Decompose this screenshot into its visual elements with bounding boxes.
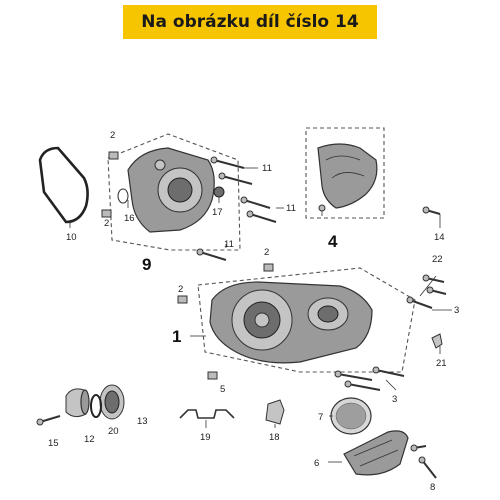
callout-13: 13 <box>137 416 148 427</box>
callout-11-c: 11 <box>224 239 234 250</box>
bracket-icon <box>179 409 235 428</box>
callout-5: 5 <box>220 384 225 395</box>
banner-text: Na obrázku díl číslo 14 <box>141 12 359 32</box>
callout-12: 12 <box>84 434 95 445</box>
clutch-cover-icon <box>117 147 225 233</box>
callout-21: 21 <box>436 358 447 369</box>
mesh-filter-icon <box>329 397 372 435</box>
group-box-9 <box>107 133 241 251</box>
callout-4: 4 <box>328 232 338 251</box>
callout-10: 10 <box>66 232 77 243</box>
callout-3-right: 3 <box>454 305 459 316</box>
gasket-icon <box>38 146 89 228</box>
callout-15: 15 <box>48 438 59 449</box>
callout-16: 16 <box>124 213 135 224</box>
filter-element-icon <box>99 384 125 420</box>
callout-17: 17 <box>212 207 223 218</box>
callout-6: 6 <box>314 458 319 469</box>
callout-2-top: 2 <box>110 130 115 141</box>
callout-20: 20 <box>108 426 119 437</box>
guard-plate-icon <box>328 430 409 476</box>
callout-7: 7 <box>318 412 323 423</box>
clip-icon <box>265 399 285 428</box>
callout-2-left: 2 <box>104 218 109 229</box>
callout-22: 22 <box>432 254 443 265</box>
callout-11-a: 11 <box>262 163 272 174</box>
callout-14: 14 <box>434 232 445 243</box>
callout-18: 18 <box>269 432 280 443</box>
group-box-4 <box>305 127 385 219</box>
crankcase-cover-icon <box>190 281 373 364</box>
dowel-pin-icon <box>101 151 443 380</box>
callout-19: 19 <box>200 432 211 443</box>
callout-11-b: 11 <box>286 203 296 214</box>
callout-8: 8 <box>430 482 435 493</box>
o-ring-icon <box>90 394 102 418</box>
callout-3-lower: 3 <box>392 394 397 405</box>
part-number-banner: Na obrázku díl číslo 14 <box>123 5 377 39</box>
callout-1: 1 <box>172 327 181 346</box>
screw-icon <box>36 156 447 479</box>
group-box-1 <box>197 267 416 373</box>
callout-9: 9 <box>142 255 151 274</box>
filter-cap-icon <box>65 388 90 418</box>
outer-cover-icon <box>317 143 378 216</box>
callout-2-lower: 2 <box>178 284 183 295</box>
callout-2-mid: 2 <box>264 247 269 258</box>
